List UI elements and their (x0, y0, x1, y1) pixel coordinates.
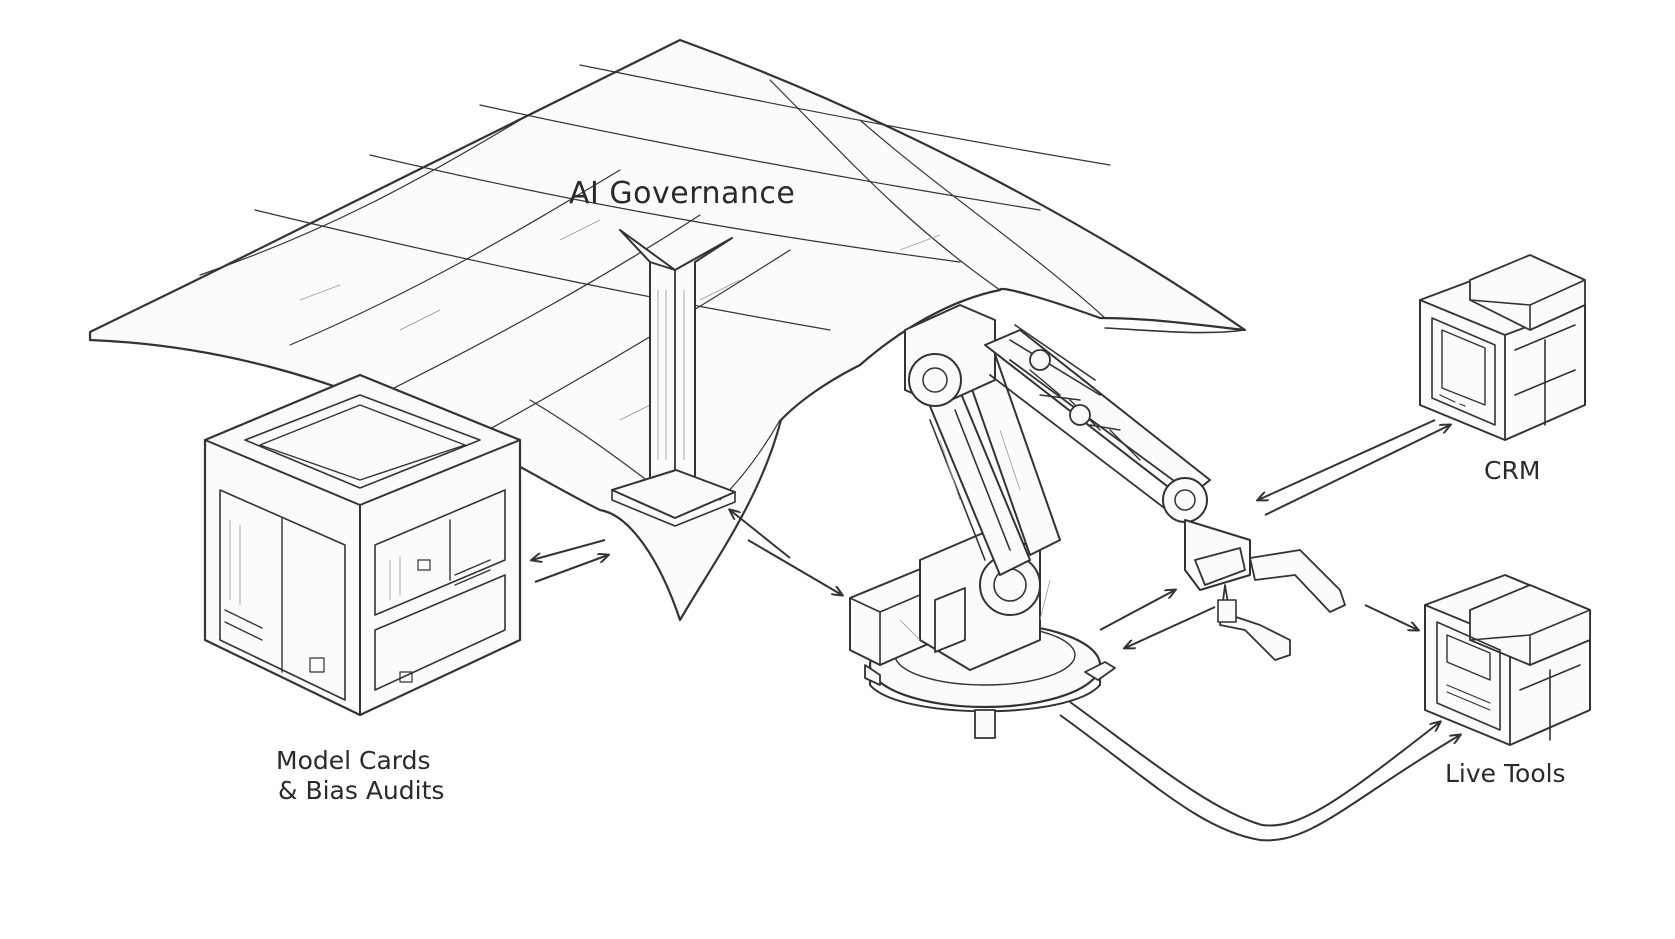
arrow-model-to-gov (532, 539, 606, 560)
model-cards-label-line2: & Bias Audits (278, 776, 445, 805)
model-cards-cabinet-icon (203, 373, 522, 717)
governance-pillar-icon (611, 229, 736, 527)
crm-server-icon (1419, 254, 1586, 441)
arrow-arm-to-base (1125, 606, 1216, 648)
connector-arrows (532, 419, 1460, 842)
arrow-gov-to-robot (747, 539, 842, 595)
governance-label: AI Governance (569, 176, 796, 211)
arrow-robot-to-crm (1264, 425, 1450, 516)
arrow-base-to-tools (1059, 714, 1460, 842)
arrow-crm-to-robot (1258, 419, 1436, 500)
arrow-robot-to-tools (1364, 604, 1418, 630)
live-tools-label: Live Tools (1445, 759, 1566, 788)
crm-label: CRM (1484, 456, 1541, 485)
model-cards-label: Model Cards & Bias Audits (276, 746, 444, 806)
live-tools-server-icon (1424, 574, 1591, 746)
arrow-gov-to-model (534, 555, 608, 583)
arrow-robot-to-gov (730, 510, 791, 559)
arrow-base-to-arm (1099, 590, 1175, 631)
robot-arm-icon (849, 304, 1346, 739)
model-cards-label-line1: Model Cards (276, 746, 431, 775)
